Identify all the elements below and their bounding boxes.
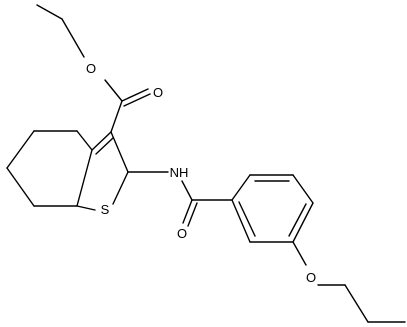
thiophene-s-c2-bond (112, 171, 129, 205)
ethyl-ch2-o-bond (61, 18, 85, 58)
n-amide-carbonyl-c-bond (181, 180, 193, 201)
aryl-o-propoxy-bond (292, 241, 307, 266)
thiophene-c3a-c7a-bond (76, 149, 93, 207)
ester-o-carbonyl-c-bond (104, 79, 123, 102)
amide-nitrogen-label: NH (170, 165, 189, 180)
thiophene-c3a-c4-bond (76, 130, 93, 151)
benzene-bond-3 (292, 174, 314, 204)
amide-c-o-double-bond-b (187, 202, 198, 227)
ring-bond-c5-c6 (6, 130, 35, 169)
ester-c-o-double-bond-b (123, 93, 151, 107)
thiophene-c3-c3a-double-bond-b (95, 137, 114, 155)
ring-bond-c6-c7 (6, 167, 35, 207)
benzene-bond-4 (292, 202, 314, 243)
benzene-bond-4-inner (288, 203, 307, 237)
thiophene-c7a-s-bond (76, 205, 96, 211)
thiophene-c3-c2-bond (110, 131, 129, 173)
amide-c-o-double-bond-a (182, 199, 193, 224)
benzene-bond-6-inner (238, 201, 256, 237)
ester-c-o-double-bond-a (121, 88, 149, 102)
ester-ether-oxygen-label: O (86, 61, 96, 76)
ester-carbonyl-oxygen-label: O (153, 85, 163, 100)
benzene-bond-1 (231, 174, 251, 201)
propoxy-oxygen-label: O (306, 270, 316, 285)
propyl-ch2-ch2-bond (344, 284, 369, 323)
benzene-bond-6 (231, 199, 251, 243)
ethyl-ch3-bond (36, 4, 63, 20)
thiophene-c3-c3a-double-bond-a (91, 131, 112, 151)
ester-c-ring-bond (110, 100, 123, 133)
amide-carbonyl-oxygen-label: O (177, 226, 187, 241)
thiophene-sulfur-label: S (101, 202, 110, 217)
